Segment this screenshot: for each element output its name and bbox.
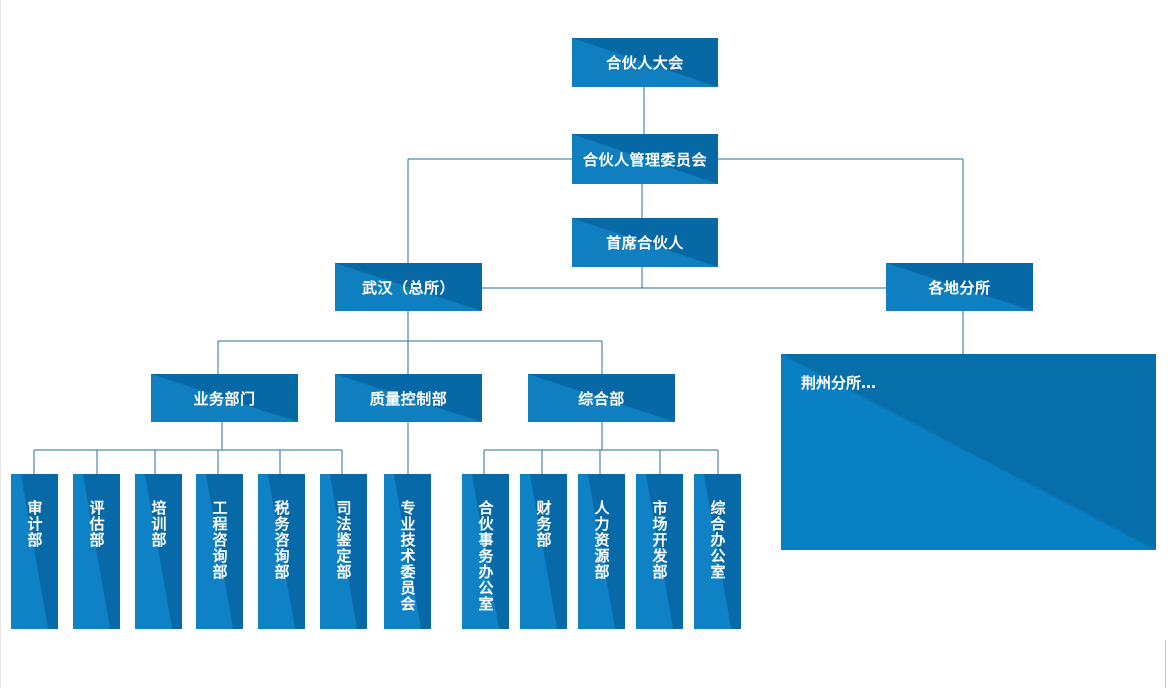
quality-control-box: 质量控制部	[335, 374, 482, 422]
unit-appraisal: 评估部	[73, 474, 120, 629]
unit-market-development: 市场开发部	[636, 474, 683, 629]
head-office-box: 武汉（总所）	[335, 263, 482, 311]
unit-audit: 审计部	[11, 474, 58, 629]
unit-partner-affairs-office: 合伙事务办公室	[462, 474, 509, 629]
unit-human-resources: 人力资源部	[578, 474, 625, 629]
branch-offices-box: 各地分所	[886, 263, 1033, 311]
partners-assembly-box: 合伙人大会	[572, 38, 718, 87]
general-dept-box: 综合部	[528, 374, 675, 422]
unit-general-office: 综合办公室	[694, 474, 741, 629]
left-frame-line	[0, 0, 1, 688]
unit-finance: 财务部	[520, 474, 567, 629]
management-committee-box: 合伙人管理委员会	[572, 134, 718, 184]
unit-judicial-appraisal: 司法鉴定部	[320, 474, 367, 629]
branch-list-text: 荆州分所…	[801, 374, 877, 392]
right-frame-line	[1165, 640, 1166, 688]
unit-training: 培训部	[135, 474, 182, 629]
branch-list-panel: 荆州分所…	[781, 354, 1156, 550]
unit-engineering-consulting: 工程咨询部	[196, 474, 243, 629]
unit-technical-committee: 专业技术委员会	[384, 474, 431, 629]
business-dept-box: 业务部门	[151, 374, 298, 422]
chief-partner-box: 首席合伙人	[572, 218, 718, 267]
unit-tax-consulting: 税务咨询部	[258, 474, 305, 629]
